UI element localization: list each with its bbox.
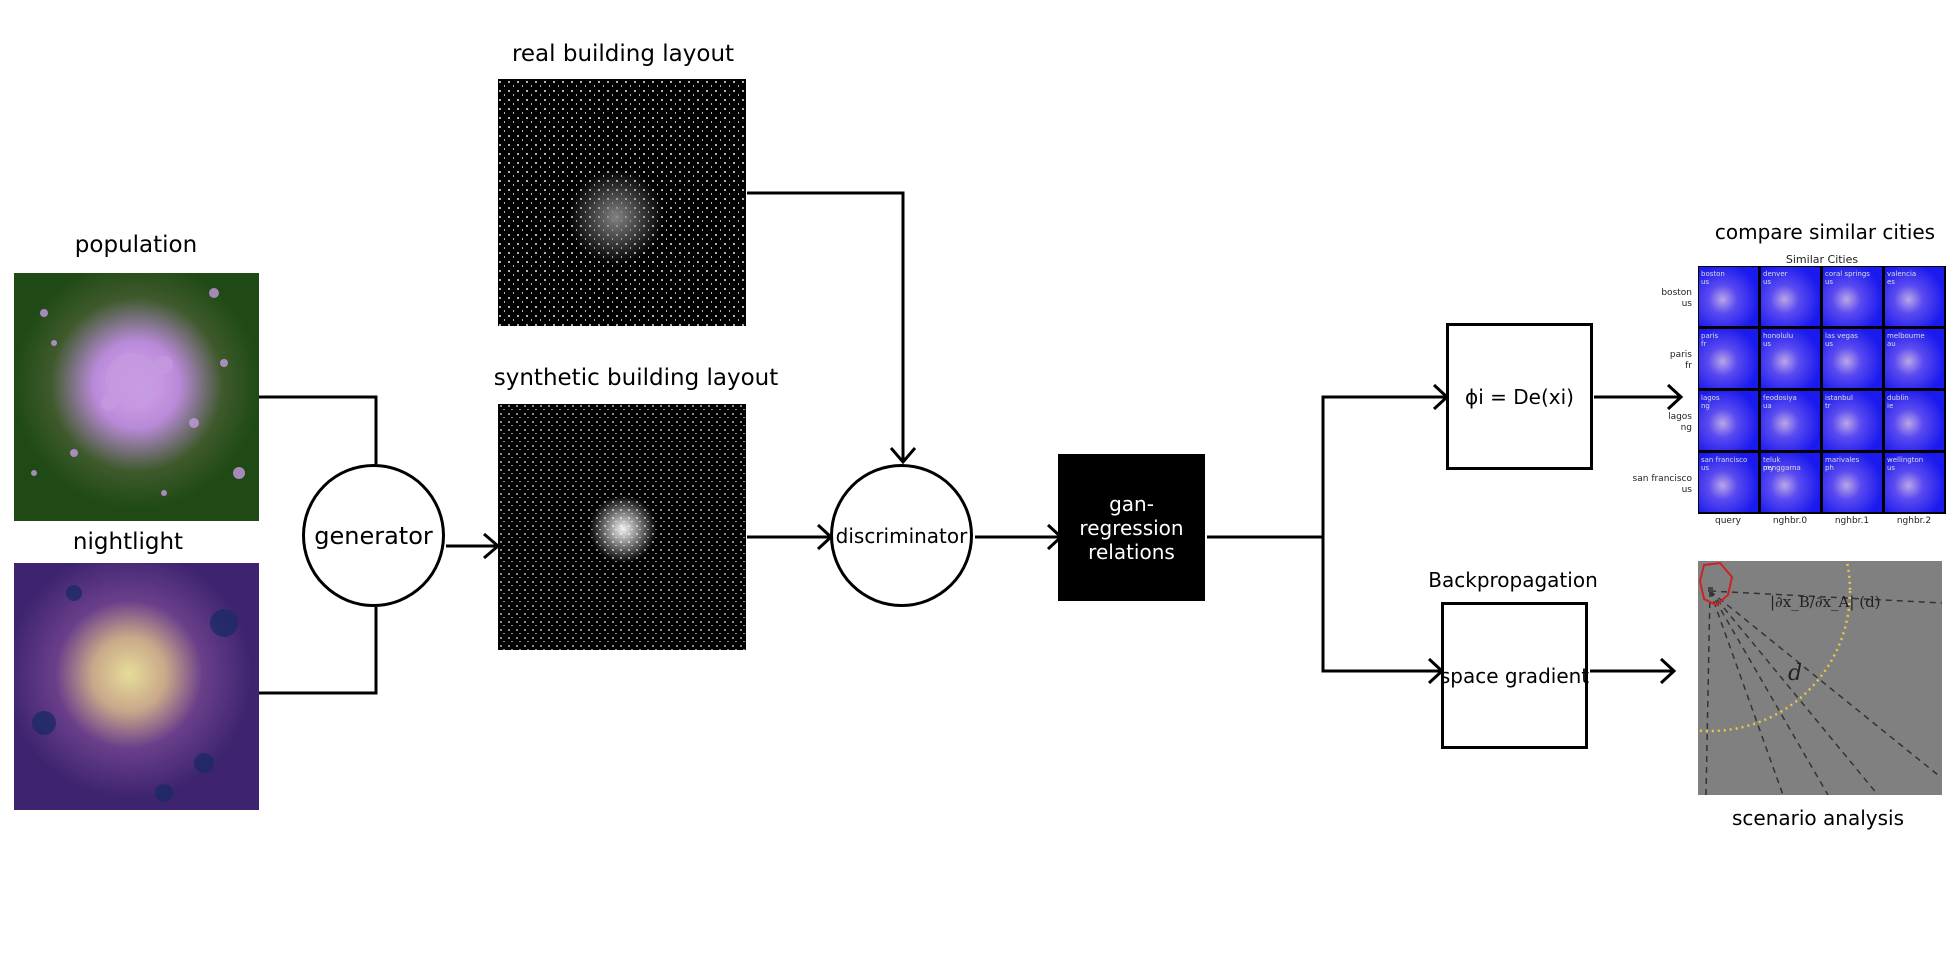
city-tile-country: es [1887,278,1895,286]
population-label: population [74,232,198,258]
city-tile-name: honolulu [1763,332,1794,340]
derivative-annotation: |∂x_B/∂x_A| (d) [1770,593,1881,611]
city-tile-name: boston [1701,270,1725,278]
city-tile-name: paris [1701,332,1719,340]
similar-cities-row-label: us [1681,485,1692,495]
space-gradient-box: space gradient [1440,602,1589,749]
nightlight-label: nightlight [72,529,184,555]
city-tile-country: fr [1701,340,1707,348]
similar-cities-row-label: lagos [1668,412,1692,422]
similar-cities-row-label: ng [1680,423,1692,433]
city-tile-country: us [1701,278,1710,286]
city-tile-country: au [1887,340,1896,348]
scenario-analysis-label: scenario analysis [1731,806,1905,830]
city-tile-name: dublin [1887,394,1909,402]
city-tile-name: coral springs [1825,270,1870,278]
discriminator-node: discriminator [830,464,973,607]
city-tile-name: san francisco [1701,456,1748,464]
city-tile-country: us [1763,278,1772,286]
similar-cities-row-label: san francisco [1632,474,1692,484]
distance-annotation: d [1788,661,1803,686]
city-tile-country: us [1825,340,1834,348]
gan-regression-box: gan- regression relations [1058,454,1205,601]
city-tile-country: ua [1763,402,1772,410]
synthetic-layout-label: synthetic building layout [493,365,779,391]
similar-cities-row-label: fr [1685,361,1692,371]
scenario-plot-graphic [1698,561,1942,795]
city-tile-name: feodosiya [1763,394,1797,402]
similar-cities-row-label: paris [1669,350,1692,360]
real-layout-image [498,79,746,326]
similar-cities-col-label: nghbr.2 [1896,516,1932,526]
gan-line-2: regression [1079,515,1184,540]
population-map [14,273,259,521]
city-tile-country: us [1887,464,1896,472]
city-tile-name: melbourne [1887,332,1925,340]
synthetic-layout-image [498,404,746,650]
real-layout-pattern [498,79,746,326]
city-tile-country: us [1825,278,1834,286]
synthetic-layout-pattern [498,404,746,650]
city-tile-country: us [1763,340,1772,348]
gan-line-1: gan- [1109,491,1154,516]
real-layout-label: real building layout [511,41,735,67]
city-tile-country: ie [1887,402,1894,410]
city-tile-name: lagos [1701,394,1720,402]
generator-node: generator [302,464,445,607]
similar-cities-col-label: nghbr.1 [1834,516,1870,526]
similar-cities-row-label: boston [1661,288,1692,298]
similar-cities-col-label: query [1715,516,1741,526]
similar-cities-col-label: nghbr.0 [1772,516,1808,526]
city-tile-name: teluk penggarna [1763,456,1801,472]
city-tile-name: istanbul [1825,394,1853,402]
city-tile-name: marivales [1825,456,1860,464]
city-tile-name: valencia [1887,270,1917,278]
similar-cities-row-label: us [1681,299,1692,309]
population-map-image [14,273,259,521]
city-tile-country: tr [1825,402,1831,410]
nightlight-map [14,563,259,810]
city-tile-country: ng [1701,402,1710,410]
backpropagation-label: Backpropagation [1428,568,1598,592]
city-tile-country: us [1701,464,1710,472]
nightlight-map-image [14,563,259,810]
similar-cities-title: Similar Cities [1785,253,1859,266]
city-tile-country: my [1763,464,1774,472]
city-tile-name: wellington [1887,456,1924,464]
phi-embedding-box: ϕi = De(xi) [1446,323,1593,470]
city-tile-name: las vegas [1825,332,1858,340]
compare-cities-label: compare similar cities [1714,220,1936,244]
gan-line-3: relations [1088,539,1175,564]
scenario-plot: |∂x_B/∂x_A| (d) d [1698,561,1942,795]
city-tile-country: ph [1825,464,1834,472]
city-tile-name: denver [1763,270,1788,278]
